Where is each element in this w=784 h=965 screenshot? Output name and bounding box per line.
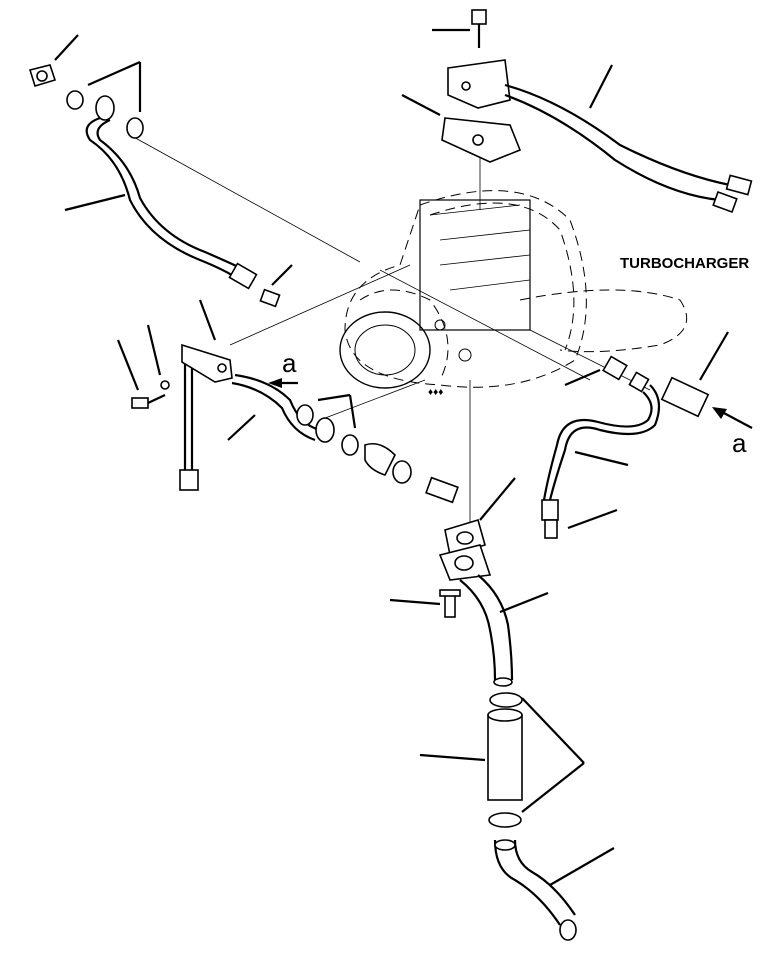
svg-text:♦♦♦: ♦♦♦ [428, 387, 443, 398]
alignment-lines [129, 134, 651, 530]
right-oil-pipe [541, 355, 710, 539]
left-lower-oil-pipe [131, 343, 459, 504]
view-arrow-left [268, 378, 298, 388]
turbocharger-label: TURBOCHARGER [620, 255, 749, 272]
view-a-label-left: a [282, 348, 297, 378]
view-arrow-right [712, 407, 753, 429]
view-a-label-right: a [732, 428, 747, 458]
left-upper-oil-pipe [28, 64, 281, 308]
drain-pipe-assembly [438, 518, 577, 941]
leader-lines [54, 28, 729, 886]
oil-inlet-bracket [441, 9, 753, 214]
turbocharger-body: ♦♦♦ [339, 190, 688, 398]
